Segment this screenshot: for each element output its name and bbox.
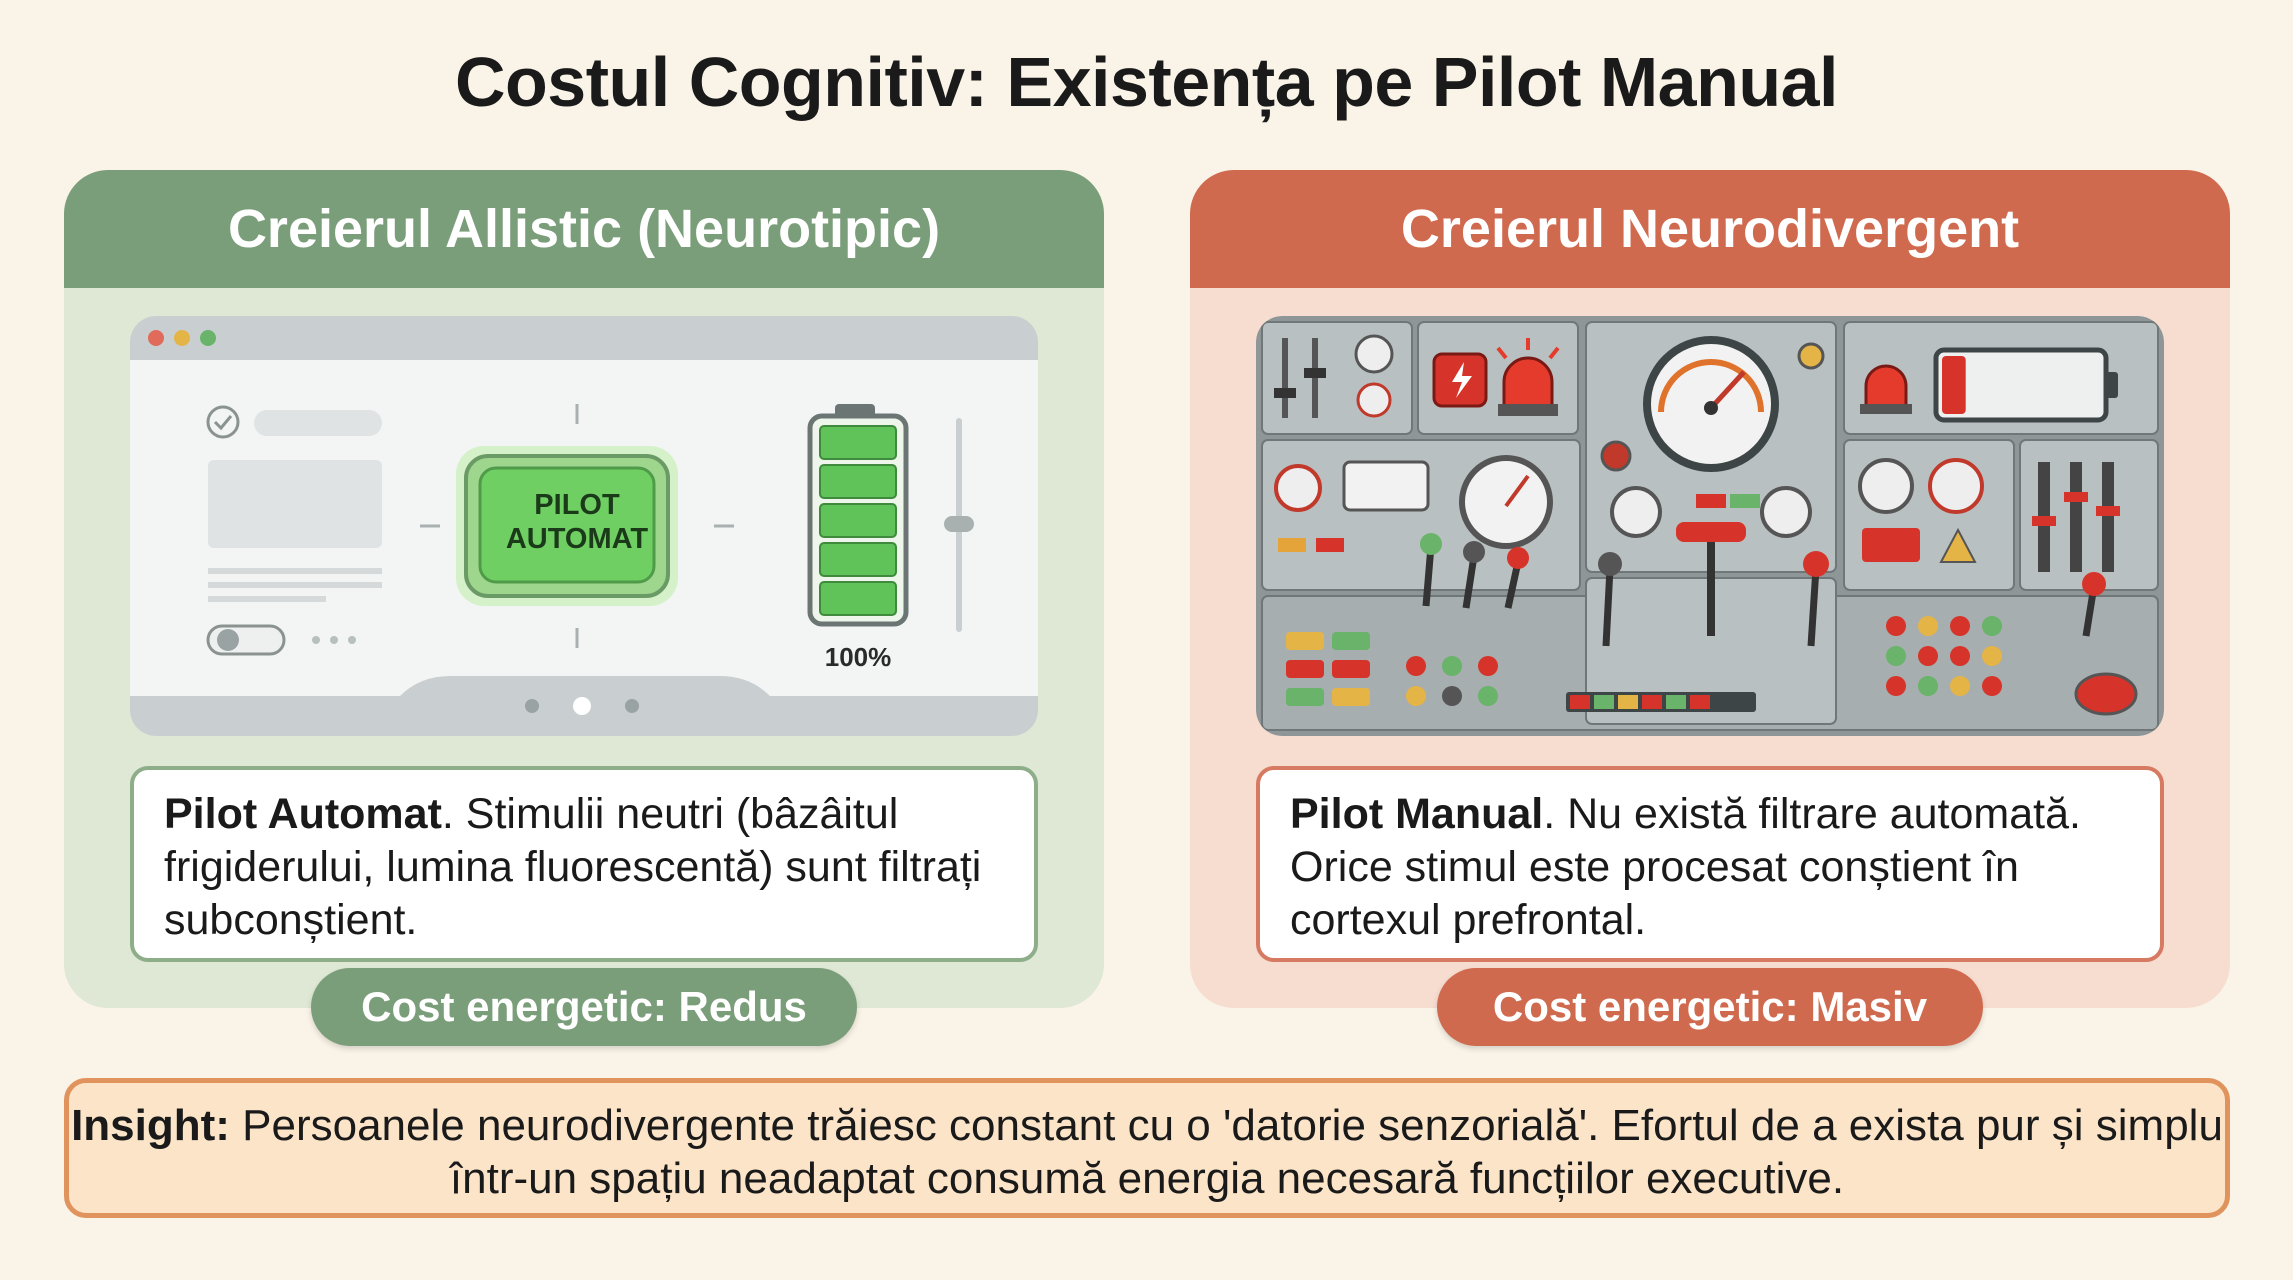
autopilot-description: Pilot Automat. Stimulii neutri (bâzâitul… — [130, 766, 1038, 962]
autopilot-term: Pilot Automat — [164, 790, 442, 838]
low-battery-icon — [1933, 347, 2118, 423]
battery-cell — [819, 503, 897, 538]
allistic-panel-header: Creierul Allistic (Neurotipic) — [64, 170, 1104, 288]
autopilot-button-line1: PILOT — [534, 489, 620, 521]
full-battery-icon — [807, 404, 909, 627]
cost-badge-high: Cost energetic: Masiv — [1437, 968, 1983, 1046]
autopilot-explanation: . Stimulii neutri (bâzâitul frigiderului… — [164, 790, 982, 944]
battery-cell — [819, 542, 897, 577]
control-panel-illustration — [1256, 316, 2164, 736]
allistic-panel: Creierul Allistic (Neurotipic) — [64, 170, 1104, 1046]
neurodivergent-panel: Creierul Neurodivergent — [1190, 170, 2230, 1046]
insight-box: Insight: Persoanele neurodivergente trăi… — [64, 1078, 2230, 1218]
autopilot-window-graphic: PILOT AUTOMAT 100% — [130, 316, 1038, 736]
battery-percentage: 100% — [825, 642, 892, 672]
battery-cell — [819, 425, 897, 460]
manual-pilot-description: Pilot Manual. Nu există filtrare automat… — [1256, 766, 2164, 962]
cost-badge-low: Cost energetic: Redus — [311, 968, 857, 1046]
battery-fill — [1942, 356, 1966, 414]
battery-cell — [819, 581, 897, 616]
manual-pilot-explanation: . Nu există filtrare automată. Orice sti… — [1290, 790, 2081, 944]
neurodivergent-panel-header: Creierul Neurodivergent — [1190, 170, 2230, 288]
autopilot-illustration: PILOT AUTOMAT 100% — [130, 316, 1038, 736]
insight-label: Insight: — [71, 1101, 230, 1150]
insight-text: Persoanele neurodivergente trăiesc const… — [229, 1101, 2223, 1203]
manual-pilot-term: Pilot Manual — [1290, 790, 1544, 838]
battery-cell — [819, 464, 897, 499]
cockpit-controls-graphic — [1256, 316, 2164, 736]
page-title: Costul Cognitiv: Existența pe Pilot Manu… — [455, 43, 1839, 121]
autopilot-button-line2: AUTOMAT — [506, 523, 649, 555]
